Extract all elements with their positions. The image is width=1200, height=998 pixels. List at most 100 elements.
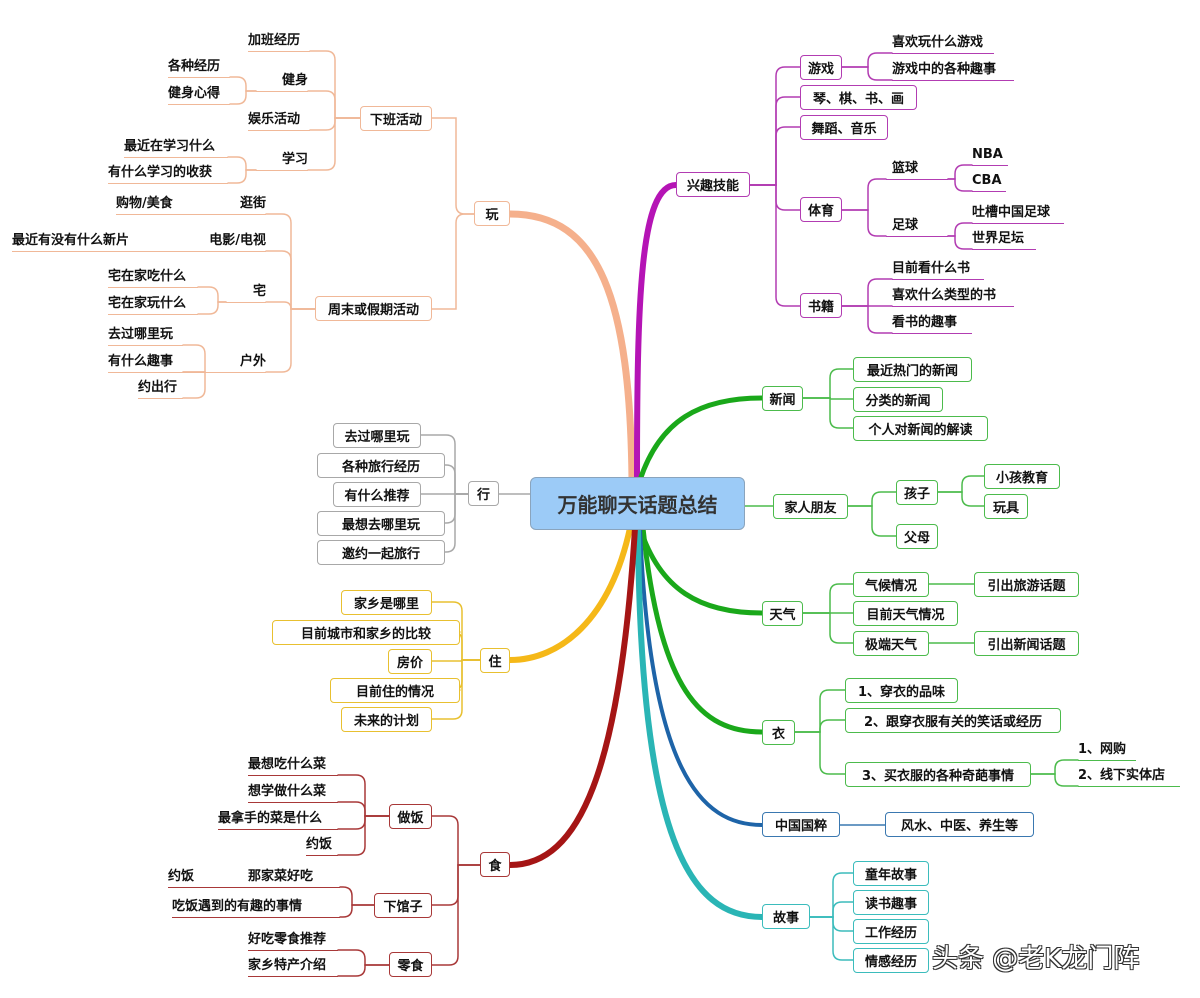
topic-weather[interactable]: 天气 [762,601,803,626]
topic-games[interactable]: 游戏 [800,55,842,80]
topic-eating-out[interactable]: 下馆子 [374,893,432,918]
topic-stories[interactable]: 故事 [762,904,810,929]
leaf-fitness-tips[interactable]: 健身心得 [168,84,230,105]
travel-item[interactable]: 有什么推荐 [333,482,421,507]
topic-news[interactable]: 新闻 [762,386,803,411]
connector-line [841,52,893,68]
weather-item[interactable]: 目前天气情况 [853,601,958,626]
topic-football[interactable]: 足球 [886,216,948,237]
topic-food[interactable]: 食 [480,852,510,877]
weather-travel-link[interactable]: 引出旅游话题 [974,572,1079,597]
cooking-item[interactable]: 想学做什么菜 [248,782,338,803]
topic-cooking[interactable]: 做饭 [389,804,432,829]
basketball-item[interactable]: NBA [972,145,1008,166]
weather-item[interactable]: 气候情况 [853,572,929,597]
topic-weekend[interactable]: 周末或假期活动 [315,296,432,321]
central-topic[interactable]: 万能聊天话题总结 [530,477,745,530]
stories-item[interactable]: 情感经历 [853,948,929,973]
games-item[interactable]: 喜欢玩什么游戏 [892,33,994,54]
cooking-item[interactable]: 最想吃什么菜 [248,755,338,776]
topic-kids[interactable]: 孩子 [896,480,938,505]
leaf-outdoor-places[interactable]: 去过哪里玩 [108,325,183,346]
topic-family[interactable]: 家人朋友 [773,494,848,519]
books-item[interactable]: 目前看什么书 [892,259,984,280]
weather-item[interactable]: 极端天气 [853,631,929,656]
topic-sports[interactable]: 体育 [800,197,842,222]
leaf-entertainment[interactable]: 娱乐活动 [248,110,310,131]
connector-line [947,164,973,180]
eating-out-sub-item[interactable]: 约饭 [168,867,248,888]
topic-outdoor[interactable]: 户外 [183,352,266,373]
leaf-new-movies[interactable]: 最近有没有什么新片 [12,231,160,252]
live-item[interactable]: 家乡是哪里 [341,590,432,615]
news-item[interactable]: 分类的新闻 [853,387,943,412]
connector-line [802,368,854,399]
topic-music[interactable]: 舞蹈、音乐 [800,115,888,140]
topic-home[interactable]: 宅 [226,282,266,303]
topic-movies[interactable]: 电影/电视 [160,231,266,252]
topic-interests[interactable]: 兴趣技能 [676,172,750,197]
cooking-item[interactable]: 最拿手的菜是什么 [218,809,338,830]
clothes-item[interactable]: 1、穿衣的品味 [845,678,958,703]
connector-line [1030,773,1079,787]
books-item[interactable]: 看书的趣事 [892,313,972,334]
leaf-study-gains[interactable]: 有什么学习的收获 [108,163,228,184]
topic-live[interactable]: 住 [480,648,510,673]
leaf-home-play[interactable]: 宅在家玩什么 [108,294,198,315]
topic-clothes[interactable]: 衣 [762,720,795,745]
travel-item[interactable]: 去过哪里玩 [333,423,421,448]
leaf-overtime[interactable]: 加班经历 [248,31,310,52]
clothes-item[interactable]: 2、跟穿衣服有关的笑话或经历 [845,708,1061,733]
topic-fitness[interactable]: 健身 [256,71,308,92]
stories-item[interactable]: 读书趣事 [853,890,929,915]
leaf-outdoor-fun[interactable]: 有什么趣事 [108,352,183,373]
kids-item[interactable]: 小孩教育 [984,464,1060,489]
football-item[interactable]: 吐槽中国足球 [972,203,1064,224]
stories-item[interactable]: 工作经历 [853,919,929,944]
topic-shopping[interactable]: 逛街 [200,194,266,215]
books-item[interactable]: 喜欢什么类型的书 [892,286,1014,307]
topic-books[interactable]: 书籍 [800,293,842,318]
live-item[interactable]: 目前住的情况 [330,678,460,703]
clothes-item[interactable]: 3、买衣服的各种奇葩事情 [845,762,1031,787]
eating-out-item[interactable]: 那家菜好吃 [248,867,340,888]
connector-line [749,184,801,211]
news-item[interactable]: 最近热门的新闻 [853,357,972,382]
culture-item[interactable]: 风水、中医、养生等 [885,812,1034,837]
topic-culture[interactable]: 中国国粹 [762,812,840,837]
weather-news-link[interactable]: 引出新闻话题 [974,631,1079,656]
topic-parents[interactable]: 父母 [896,524,938,549]
topic-after-work[interactable]: 下班活动 [360,106,432,131]
live-item[interactable]: 目前城市和家乡的比较 [272,620,460,645]
basketball-item[interactable]: CBA [972,171,1006,192]
leaf-shopping-food[interactable]: 购物/美食 [116,194,200,215]
travel-item[interactable]: 邀约一起旅行 [317,540,445,565]
topic-basketball[interactable]: 篮球 [886,159,948,180]
connector-line [847,491,897,507]
football-item[interactable]: 世界足坛 [972,229,1036,250]
stories-item[interactable]: 童年故事 [853,861,929,886]
cooking-item[interactable]: 约饭 [306,835,338,856]
eating-out-item[interactable]: 吃饭遇到的有趣的事情 [172,897,340,918]
topic-snacks[interactable]: 零食 [389,952,432,977]
connector-line [802,612,854,644]
topic-play[interactable]: 玩 [474,201,510,226]
topic-study[interactable]: 学习 [256,150,308,171]
games-item[interactable]: 游戏中的各种趣事 [892,60,1014,81]
clothes-shopping-item[interactable]: 1、网购 [1078,740,1136,761]
leaf-home-eat[interactable]: 宅在家吃什么 [108,267,198,288]
topic-travel[interactable]: 行 [468,481,499,506]
leaf-study-recent[interactable]: 最近在学习什么 [124,137,228,158]
leaf-outdoor-invite[interactable]: 约出行 [138,378,183,399]
kids-item[interactable]: 玩具 [984,494,1028,519]
topic-arts[interactable]: 琴、棋、书、画 [800,85,917,110]
snack-item[interactable]: 好吃零食推荐 [248,930,338,951]
news-item[interactable]: 个人对新闻的解读 [853,416,988,441]
clothes-shopping-item[interactable]: 2、线下实体店 [1078,766,1180,787]
live-item[interactable]: 未来的计划 [341,707,432,732]
leaf-fitness-experience[interactable]: 各种经历 [168,57,230,78]
snack-item[interactable]: 家乡特产介绍 [248,956,338,977]
travel-item[interactable]: 各种旅行经历 [317,453,445,478]
travel-item[interactable]: 最想去哪里玩 [317,511,445,536]
live-item[interactable]: 房价 [388,649,432,674]
